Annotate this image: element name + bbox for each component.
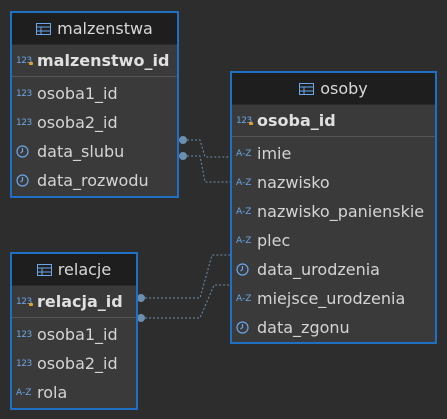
column-name: data_urodzenia [257,260,380,279]
column-name: malzenstwo_id [37,51,170,70]
clock-icon [16,145,34,158]
link-endpoint-dot [179,136,187,144]
column-name: osoba_id [257,111,336,130]
clock-icon [236,263,254,276]
link-malzenstwa-osoby-2 [183,155,232,183]
column-name: plec [257,231,291,250]
column-row[interactable]: A-Z nazwisko [232,168,435,197]
column-row[interactable]: 123 osoba1_id [12,79,177,108]
table-icon [36,263,52,276]
string-type-icon: A-Z [236,235,252,246]
column-row[interactable]: data_rozwodu [12,166,177,195]
column-row[interactable]: data_zgonu [232,313,435,342]
table-malzenstwa[interactable]: malzenstwa 123 malzenstwo_id 123 osoba1_… [10,11,179,198]
table-title: osoby [320,79,368,98]
column-name: miejsce_urodzenia [257,289,406,308]
numeric-key-icon: 123 [16,297,34,307]
column-name: osoba1_id [37,84,118,103]
table-title: relacje [57,260,112,279]
table-title: malzenstwa [57,19,153,38]
link-relacje-osoby-1 [141,254,232,299]
column-row[interactable]: 123 osoba2_id [12,349,136,378]
string-type-icon: A-Z [236,293,252,304]
column-row[interactable]: A-Z rola [12,378,136,407]
column-row[interactable]: A-Z miejsce_urodzenia [232,284,435,313]
table-icon [299,82,315,95]
link-relacje-osoby-2 [141,284,232,319]
numeric-type-icon: 123 [16,358,32,369]
clock-icon [16,174,34,187]
primary-key-row[interactable]: 123 malzenstwo_id [12,45,177,77]
column-name: data_zgonu [257,318,350,337]
numeric-type-icon: 123 [16,329,32,340]
primary-key-row[interactable]: 123 relacja_id [12,286,136,318]
link-endpoint-dot [179,152,187,160]
column-name: data_rozwodu [37,171,149,190]
link-malzenstwa-osoby-1 [183,139,232,158]
column-row[interactable]: A-Z imie [232,139,435,168]
link-endpoint-dot [137,294,145,302]
string-type-icon: A-Z [236,177,252,188]
numeric-key-icon: 123 [16,56,34,66]
column-name: nazwisko [257,173,330,192]
column-name: osoba1_id [37,325,118,344]
table-icon [36,22,52,35]
table-header[interactable]: malzenstwa [12,13,177,45]
column-row[interactable]: A-Z plec [232,226,435,255]
string-type-icon: A-Z [236,206,252,217]
numeric-type-icon: 123 [16,117,32,128]
table-header[interactable]: relacje [12,254,136,286]
numeric-key-icon: 123 [236,116,254,126]
column-name: osoba2_id [37,113,118,132]
table-relacje[interactable]: relacje 123 relacja_id 123 osoba1_id 123… [10,252,138,410]
column-name: imie [257,144,292,163]
column-row[interactable]: 123 osoba2_id [12,108,177,137]
column-row[interactable]: data_slubu [12,137,177,166]
clock-icon [236,321,254,334]
primary-key-row[interactable]: 123 osoba_id [232,105,435,137]
column-name: data_slubu [37,142,125,161]
column-name: relacja_id [37,292,123,311]
string-type-icon: A-Z [236,148,252,159]
column-name: rola [37,383,68,402]
column-name: osoba2_id [37,354,118,373]
table-osoby[interactable]: osoby 123 osoba_id A-Z imie A-Z nazwisko… [230,71,437,344]
column-name: nazwisko_panienskie [257,202,425,221]
column-row[interactable]: A-Z nazwisko_panienskie [232,197,435,226]
column-row[interactable]: 123 osoba1_id [12,320,136,349]
link-endpoint-dot [137,314,145,322]
numeric-type-icon: 123 [16,88,32,99]
column-row[interactable]: data_urodzenia [232,255,435,284]
table-header[interactable]: osoby [232,73,435,105]
string-type-icon: A-Z [16,387,32,398]
